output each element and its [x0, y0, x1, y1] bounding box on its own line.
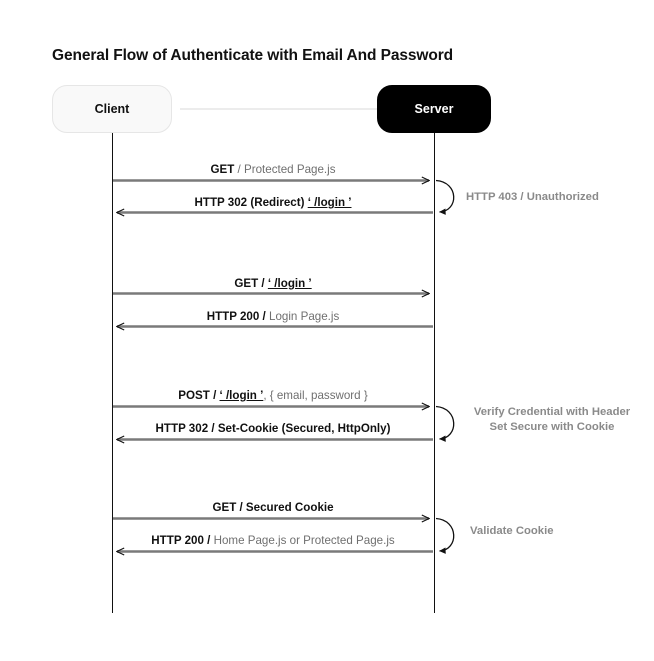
actor-label-server: Server [414, 102, 454, 116]
note-verify-credential-line-2: Set Secure with Cookie [489, 421, 615, 433]
note-verify-credential-line-1: Verify Credential with Header [473, 406, 631, 418]
m3-method: GET [234, 277, 259, 290]
actor-connector-line [180, 108, 377, 110]
m8-status: HTTP 200 / [151, 534, 211, 547]
self-loop-n1 [435, 179, 455, 215]
note-verify-credential: Verify Credential with Header Set Secure… [466, 405, 638, 435]
note-unauthorized-line-1: HTTP 403 / Unauthorized [466, 191, 599, 203]
message-label-m7: GET / Secured Cookie [112, 500, 434, 516]
m1-sep: / [234, 163, 244, 176]
lifeline-client [111, 133, 114, 613]
note-validate-cookie: Validate Cookie [470, 524, 554, 539]
self-loop-n2 [435, 405, 455, 442]
m5-sep: / [209, 389, 220, 402]
m1-method: GET [210, 163, 235, 176]
m5-detail: , { email, password } [263, 389, 368, 402]
m5-path: ‘ /login ’ [219, 389, 264, 402]
message-label-m4: HTTP 200 / Login Page.js [112, 309, 434, 325]
m4-detail: Login Page.js [269, 310, 340, 323]
actor-box-server[interactable]: Server [377, 85, 491, 133]
message-label-m2: HTTP 302 (Redirect) ‘ /login ’ [112, 195, 434, 211]
message-label-m3: GET / ‘ /login ’ [112, 276, 434, 292]
m2-path: ‘ /login ’ [307, 196, 352, 209]
actor-box-client[interactable]: Client [52, 85, 172, 133]
m5-method: POST [178, 389, 210, 402]
actor-label-client: Client [94, 102, 130, 116]
m4-status: HTTP 200 / [206, 310, 266, 323]
m1-detail: Protected Page.js [243, 163, 336, 176]
m6-status: HTTP 302 / Set-Cookie (Secured, HttpOnly… [155, 422, 391, 435]
m3-sep: / [258, 277, 268, 290]
m8-detail: Home Page.js or Protected Page.js [213, 534, 395, 547]
self-loop-n3 [435, 517, 455, 554]
note-validate-cookie-line-1: Validate Cookie [470, 525, 554, 537]
m3-path: ‘ /login ’ [267, 277, 312, 290]
m2-status: HTTP 302 (Redirect) [194, 196, 305, 209]
m7-method: GET / Secured Cookie [212, 501, 334, 514]
page-title: General Flow of Authenticate with Email … [52, 47, 454, 64]
message-label-m5: POST / ‘ /login ’, { email, password } [112, 388, 434, 404]
lifeline-server [433, 133, 436, 613]
message-label-m8: HTTP 200 / Home Page.js or Protected Pag… [112, 533, 434, 549]
message-label-m6: HTTP 302 / Set-Cookie (Secured, HttpOnly… [112, 421, 434, 437]
note-unauthorized: HTTP 403 / Unauthorized [466, 190, 599, 205]
message-label-m1: GET / Protected Page.js [112, 162, 434, 178]
